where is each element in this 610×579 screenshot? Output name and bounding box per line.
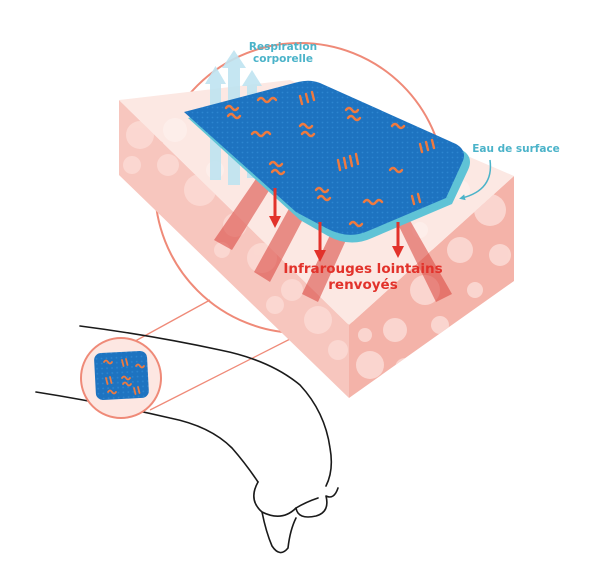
label-eau-de-surface: Eau de surface (472, 143, 560, 155)
small-patch (94, 350, 149, 400)
connector-line-top (127, 299, 211, 346)
wave-pattern-icon (418, 138, 436, 154)
wave-pattern-icon (348, 220, 364, 228)
wave-pattern-icon (362, 198, 384, 206)
skin-block-left-face (119, 100, 349, 398)
label-infrarouges-line2: renvoyés (328, 276, 398, 293)
patch-body (184, 80, 464, 235)
wave-pattern-icon (388, 166, 404, 174)
wave-pattern-icon (344, 106, 362, 122)
wave-pattern-icon (298, 122, 316, 138)
wave-pattern-icon (390, 122, 406, 130)
label-infrarouges: Infrarouges lointains renvoyés (278, 261, 448, 293)
wave-pattern-icon (410, 192, 422, 206)
infrared-arrows (269, 188, 404, 262)
wave-pattern-icon (224, 104, 242, 120)
wave-pattern-icon (256, 96, 278, 104)
label-respiration-line2: corporelle (253, 53, 313, 66)
label-infrarouges-line1: Infrarouges lointains (283, 261, 443, 277)
label-respiration-line1: Respiration (248, 41, 318, 53)
curved-arrow-icon (459, 159, 492, 201)
small-patch-pattern (103, 358, 145, 395)
connector-line-bottom (149, 333, 301, 411)
wave-pattern-icon (268, 160, 286, 176)
wave-pattern-icon (314, 186, 332, 202)
arm-outline (35, 325, 339, 554)
wave-pattern (224, 90, 436, 228)
wave-pattern-icon (336, 152, 360, 172)
wave-pattern-icon (298, 90, 316, 106)
wave-pattern-icon (250, 130, 272, 138)
label-respiration: Respiration corporelle (238, 41, 328, 65)
